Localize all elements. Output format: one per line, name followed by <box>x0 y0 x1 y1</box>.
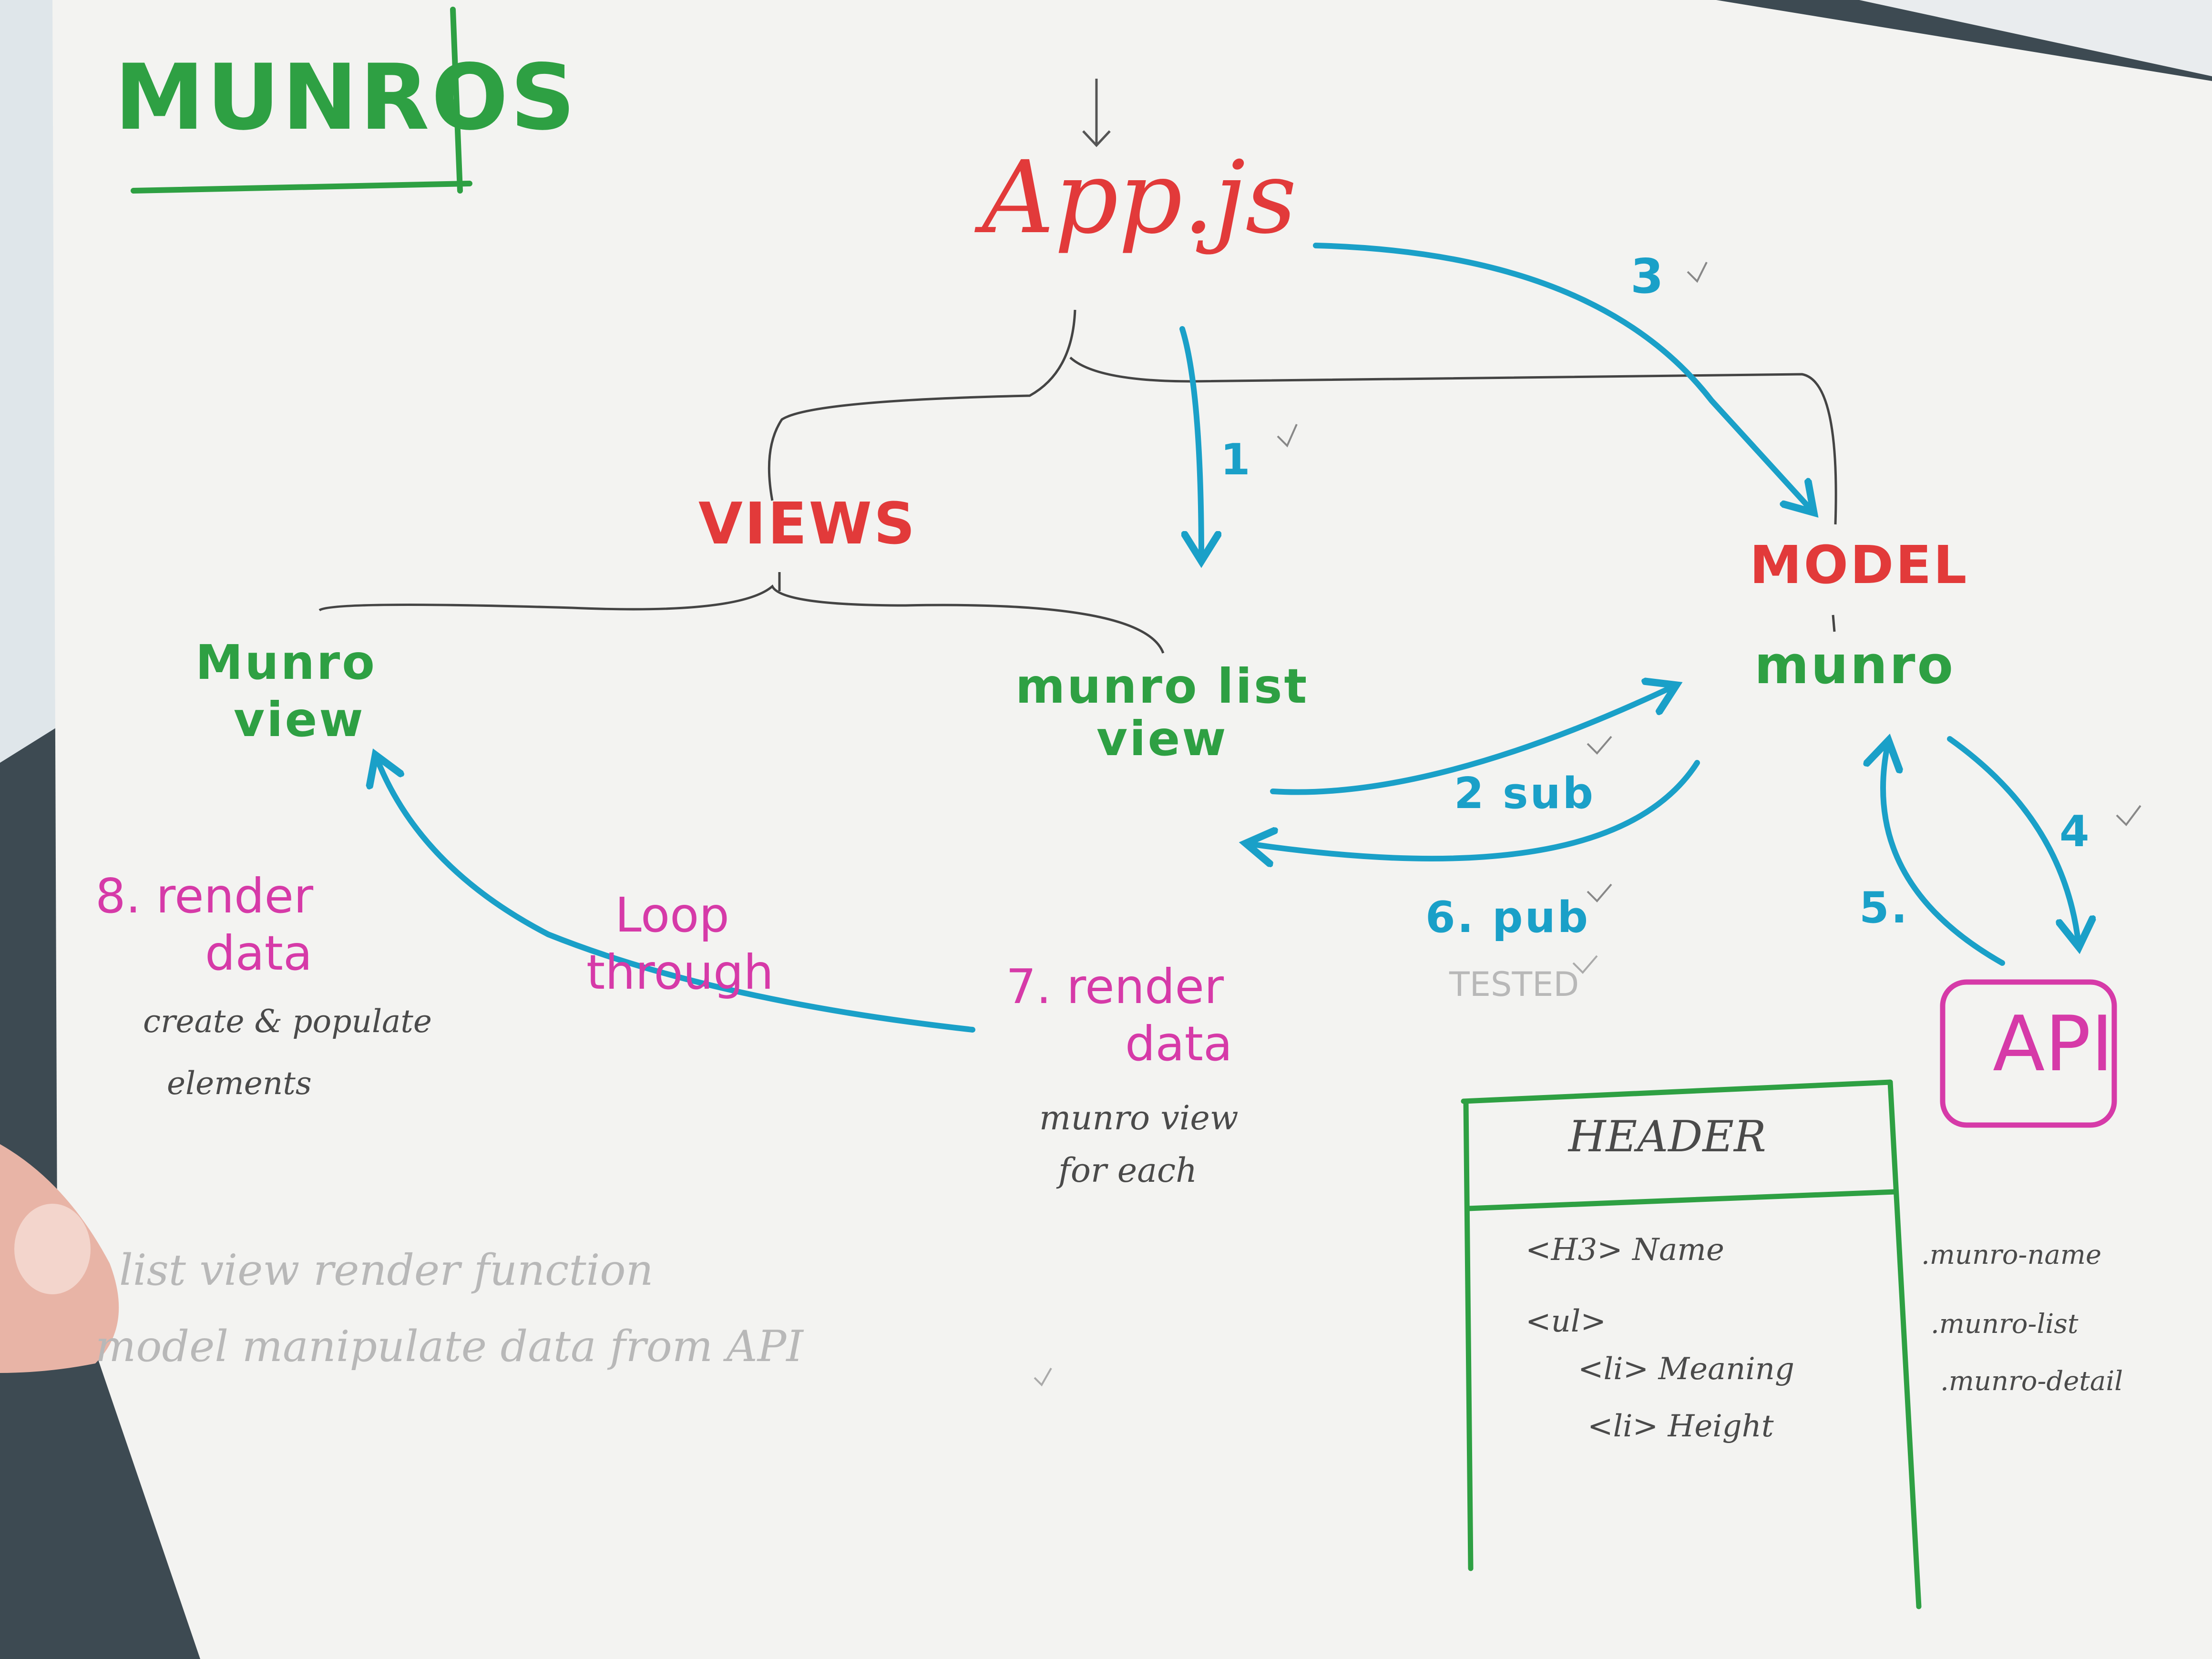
step-7-label-line1: 7. render <box>1006 959 1224 1014</box>
loop-label-line1: Loop <box>615 887 729 943</box>
step-5-label: 5. <box>1859 883 1909 933</box>
wireframe-header-label: HEADER <box>1568 1112 1766 1162</box>
thumbnail <box>14 1204 91 1294</box>
step-3-label: 3 <box>1630 248 1666 304</box>
step-4-label: 4 <box>2059 807 2091 857</box>
arrow-1-app-to-list-view <box>1179 326 1201 558</box>
arrow-3-app-to-model <box>1313 243 1812 510</box>
arrow-5-api-to-model <box>1883 744 2005 966</box>
note-list-view-render: list view render function <box>119 1245 654 1295</box>
title: MUNROS <box>114 45 578 150</box>
munro-model-label: munro <box>1754 635 1956 696</box>
step-6-label: 6. pub <box>1425 892 1590 942</box>
wireframe-line-ul: <ul> <box>1526 1304 1606 1339</box>
check-tested <box>1572 955 1598 974</box>
entry-arrow <box>1082 79 1111 147</box>
model-stem <box>1832 614 1836 632</box>
views-children-bracket <box>318 584 1165 654</box>
tested-label: TESTED <box>1449 965 1579 1004</box>
step-1-label: 1 <box>1220 435 1252 485</box>
class-munro-detail: .munro-detail <box>1940 1366 2123 1397</box>
wireframe-header-divider <box>1465 1189 1898 1211</box>
check-3 <box>1687 262 1708 283</box>
class-munro-list: .munro-list <box>1931 1309 2079 1340</box>
note-model-manipulate: model manipulate data from API <box>95 1321 803 1372</box>
app-to-model-bracket <box>1069 357 1837 525</box>
check-notes <box>1034 1368 1052 1387</box>
munro-view-line1: Munro <box>195 635 377 690</box>
check-4 <box>2116 805 2141 827</box>
arrow-6-pub <box>1249 760 1700 859</box>
wireframe-left <box>1463 1098 1474 1571</box>
arrow-2-sub <box>1270 686 1673 795</box>
check-1 <box>1277 424 1298 448</box>
step-8-label-line2: data <box>205 925 313 981</box>
title-box-bottom-line <box>131 181 472 194</box>
wireframe-line-li-height: <li> Height <box>1587 1409 1774 1444</box>
wireframe-top <box>1461 1079 1893 1104</box>
step-7-note-line1: munro view <box>1039 1098 1239 1137</box>
title-box-right-line <box>450 7 463 194</box>
step-8-note-line2: elements <box>167 1065 312 1102</box>
wireframe-line-h3: <H3> Name <box>1526 1232 1724 1268</box>
api-label: API <box>1993 999 2114 1088</box>
step-7-note-line2: for each <box>1058 1151 1198 1190</box>
check-6 <box>1587 883 1612 902</box>
step-2-label: 2 sub <box>1454 768 1596 819</box>
wireframe-right <box>1887 1079 1922 1609</box>
background-paper-corner <box>1859 0 2212 76</box>
check-2 <box>1587 736 1612 755</box>
munro-view-line2: view <box>234 692 365 748</box>
munro-list-view-line1: munro list <box>1015 658 1309 714</box>
paper-sheet <box>52 0 2212 1659</box>
step-7-label-line2: data <box>1125 1016 1233 1072</box>
wireframe-line-li-meaning: <li> Meaning <box>1578 1352 1794 1387</box>
class-munro-name: .munro-name <box>1921 1239 2102 1270</box>
step-8-label-line1: 8. render <box>95 868 314 924</box>
model-label: MODEL <box>1750 534 1969 595</box>
step-8-note-line1: create & populate <box>143 1003 432 1040</box>
arrow-loop-through <box>377 758 975 1033</box>
api-box <box>1940 979 2117 1128</box>
loop-label-line2: through <box>586 944 774 1000</box>
views-label: VIEWS <box>698 491 917 557</box>
munro-list-view-line2: view <box>1096 711 1228 767</box>
arrow-4-model-to-api <box>1947 736 2079 944</box>
app-to-views-bracket <box>768 309 1076 501</box>
app-js-label: App.js <box>982 139 1297 256</box>
